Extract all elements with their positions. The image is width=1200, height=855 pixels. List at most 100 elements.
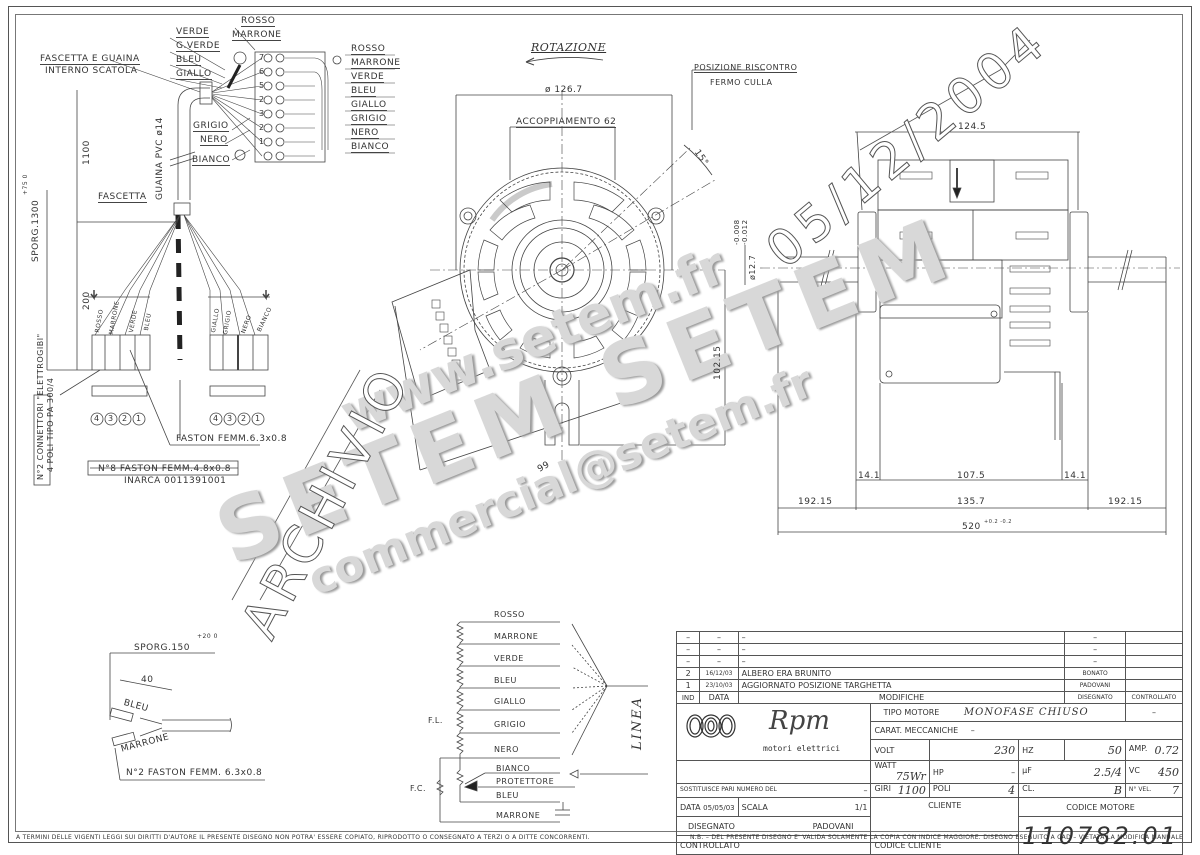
- rev-disegnato: –: [1064, 631, 1126, 644]
- dim-height-label: 102.15: [713, 345, 723, 381]
- sostituisce-label: SOSTITUISCE PARI NUMERO DEL: [680, 786, 777, 793]
- empty-cell: [675, 760, 872, 784]
- carat-value: –: [970, 726, 975, 735]
- giri-value: 1100: [897, 784, 926, 797]
- label-faston-63: FASTON FEMM.6.3x0.8: [176, 434, 288, 444]
- footer-copyright: A TERMINI DELLE VIGENTI LEGGI SUI DIRITT…: [16, 834, 590, 841]
- rev-modifica: ALBERO ERA BRUNITO: [737, 667, 1066, 680]
- pin-number: 3: [108, 414, 114, 423]
- dim-40: 40: [141, 675, 154, 685]
- dim-sporg-1300: SPORG.1300: [31, 199, 41, 262]
- cl-value: B: [1113, 784, 1122, 797]
- rev-date: –: [699, 643, 739, 656]
- carat-label: CARAT. MECCANICHE: [874, 726, 959, 735]
- rev-date: –: [699, 655, 739, 668]
- tipo-motore-value: MONOFASE CHIUSO: [963, 707, 1089, 718]
- terminal-box-front: [391, 269, 491, 401]
- terminal-number: 2: [259, 95, 265, 104]
- rev-disegnato: BONATO: [1064, 667, 1126, 680]
- dim-1100: 1100: [82, 140, 92, 165]
- vc-value: 450: [1158, 765, 1179, 779]
- pin-number: 3: [227, 414, 233, 423]
- dim-520-tol: +0.2 -0.2: [984, 519, 1012, 525]
- hz-label: HZ: [1018, 739, 1066, 761]
- front-view-motor: [391, 167, 665, 446]
- revision-row: – – – –: [675, 643, 1184, 656]
- rev-controllato: [1124, 631, 1184, 644]
- schematic-wire: GRIGIO: [494, 720, 526, 729]
- hp-value: –: [1011, 767, 1016, 777]
- amp-label: AMP.: [1128, 743, 1148, 753]
- side-view-motor: [780, 159, 1167, 440]
- rev-ind: –: [675, 643, 701, 656]
- uf-label: µF: [1022, 765, 1032, 775]
- rev-modifica: –: [737, 631, 1066, 644]
- hz-value: 50: [1064, 739, 1126, 761]
- pin-number: 1: [136, 414, 142, 423]
- schematic-wire: VERDE: [494, 654, 524, 663]
- rev-controllato: [1124, 679, 1184, 692]
- rev-modifica: –: [737, 643, 1066, 656]
- header-controllato: CONTROLLATO: [1124, 691, 1184, 704]
- wiring-schematic: [436, 621, 648, 823]
- rev-ind: –: [675, 655, 701, 668]
- volt-label: VOLT: [870, 739, 930, 761]
- schematic-fl: F.L.: [428, 716, 443, 725]
- dim-14-1-right: 14.1: [1064, 471, 1087, 481]
- scala-value: 1/1: [854, 802, 868, 812]
- uf-cell: µF 2.5/4: [1018, 760, 1126, 784]
- brand-sub: motori elettrici: [763, 744, 841, 753]
- dim-sporg-1300-tol: +75 0: [22, 174, 29, 195]
- schematic-linea: LINEA: [630, 695, 645, 750]
- fascetta-clamp: [173, 202, 191, 216]
- connettori-note-box: [33, 394, 51, 486]
- rev-ind: 1: [675, 679, 701, 692]
- dim-192-15-right: 192.15: [1108, 497, 1143, 507]
- label-fascetta: FASCETTA: [98, 192, 147, 203]
- rpm-logo-icon: [685, 714, 737, 738]
- vc-label: VC: [1128, 765, 1140, 775]
- poli-value: 4: [1008, 784, 1016, 797]
- drawing-border-outer: [8, 6, 1192, 843]
- uf-value: 2.5/4: [1093, 765, 1122, 779]
- label-sheath: GUAINA PVC ø14: [155, 117, 165, 200]
- cl-cell: CL. B: [1018, 783, 1126, 798]
- rev-date: 16/12/03: [699, 667, 739, 680]
- wire-label: NERO: [351, 128, 379, 139]
- terminal-number: 1: [259, 137, 265, 146]
- cl-label: CL.: [1022, 784, 1035, 793]
- revision-row: – – – –: [675, 655, 1184, 668]
- rev-controllato: [1124, 655, 1184, 668]
- rev-disegnato: PADOVANI: [1064, 679, 1126, 692]
- wire-label: BIANCO: [192, 155, 231, 166]
- wire-label: MARRONE: [351, 58, 401, 69]
- revision-row: – – – –: [675, 631, 1184, 644]
- rev-modifica: AGGIORNATO POSIZIONE TARGHETTA: [737, 679, 1066, 692]
- capacitor-box: [879, 259, 1003, 319]
- wire-label: ROSSO: [241, 16, 276, 27]
- disegnato-label: DISEGNATO: [688, 821, 735, 831]
- terminal-block: [254, 51, 326, 163]
- dim-14-1-left: 14.1: [858, 471, 881, 481]
- dim-shaft-dia: ø12.7: [748, 254, 757, 280]
- dim-shaft-tol-hi: -0.008: [733, 219, 741, 245]
- wire-label: VERDE: [176, 27, 210, 38]
- tipo-motore-extra: –: [1124, 703, 1184, 722]
- codice-motore-label: CODICE MOTORE: [1018, 797, 1183, 817]
- watt-label: WATT: [874, 761, 897, 770]
- header-ind: IND: [675, 691, 701, 704]
- terminal-number: 6: [259, 67, 265, 76]
- wire-label: GIALLO: [176, 69, 212, 80]
- rotation-arrow: [525, 57, 604, 63]
- header-data: DATA: [699, 691, 739, 704]
- amp-cell: AMP.0.72: [1124, 739, 1184, 761]
- rev-ind: 2: [675, 667, 701, 680]
- label-fermo-culla: FERMO CULLA: [710, 78, 773, 87]
- sheath-cable: [177, 87, 210, 200]
- dim-accoppiamento-label: ACCOPPIAMENTO 62: [516, 117, 617, 128]
